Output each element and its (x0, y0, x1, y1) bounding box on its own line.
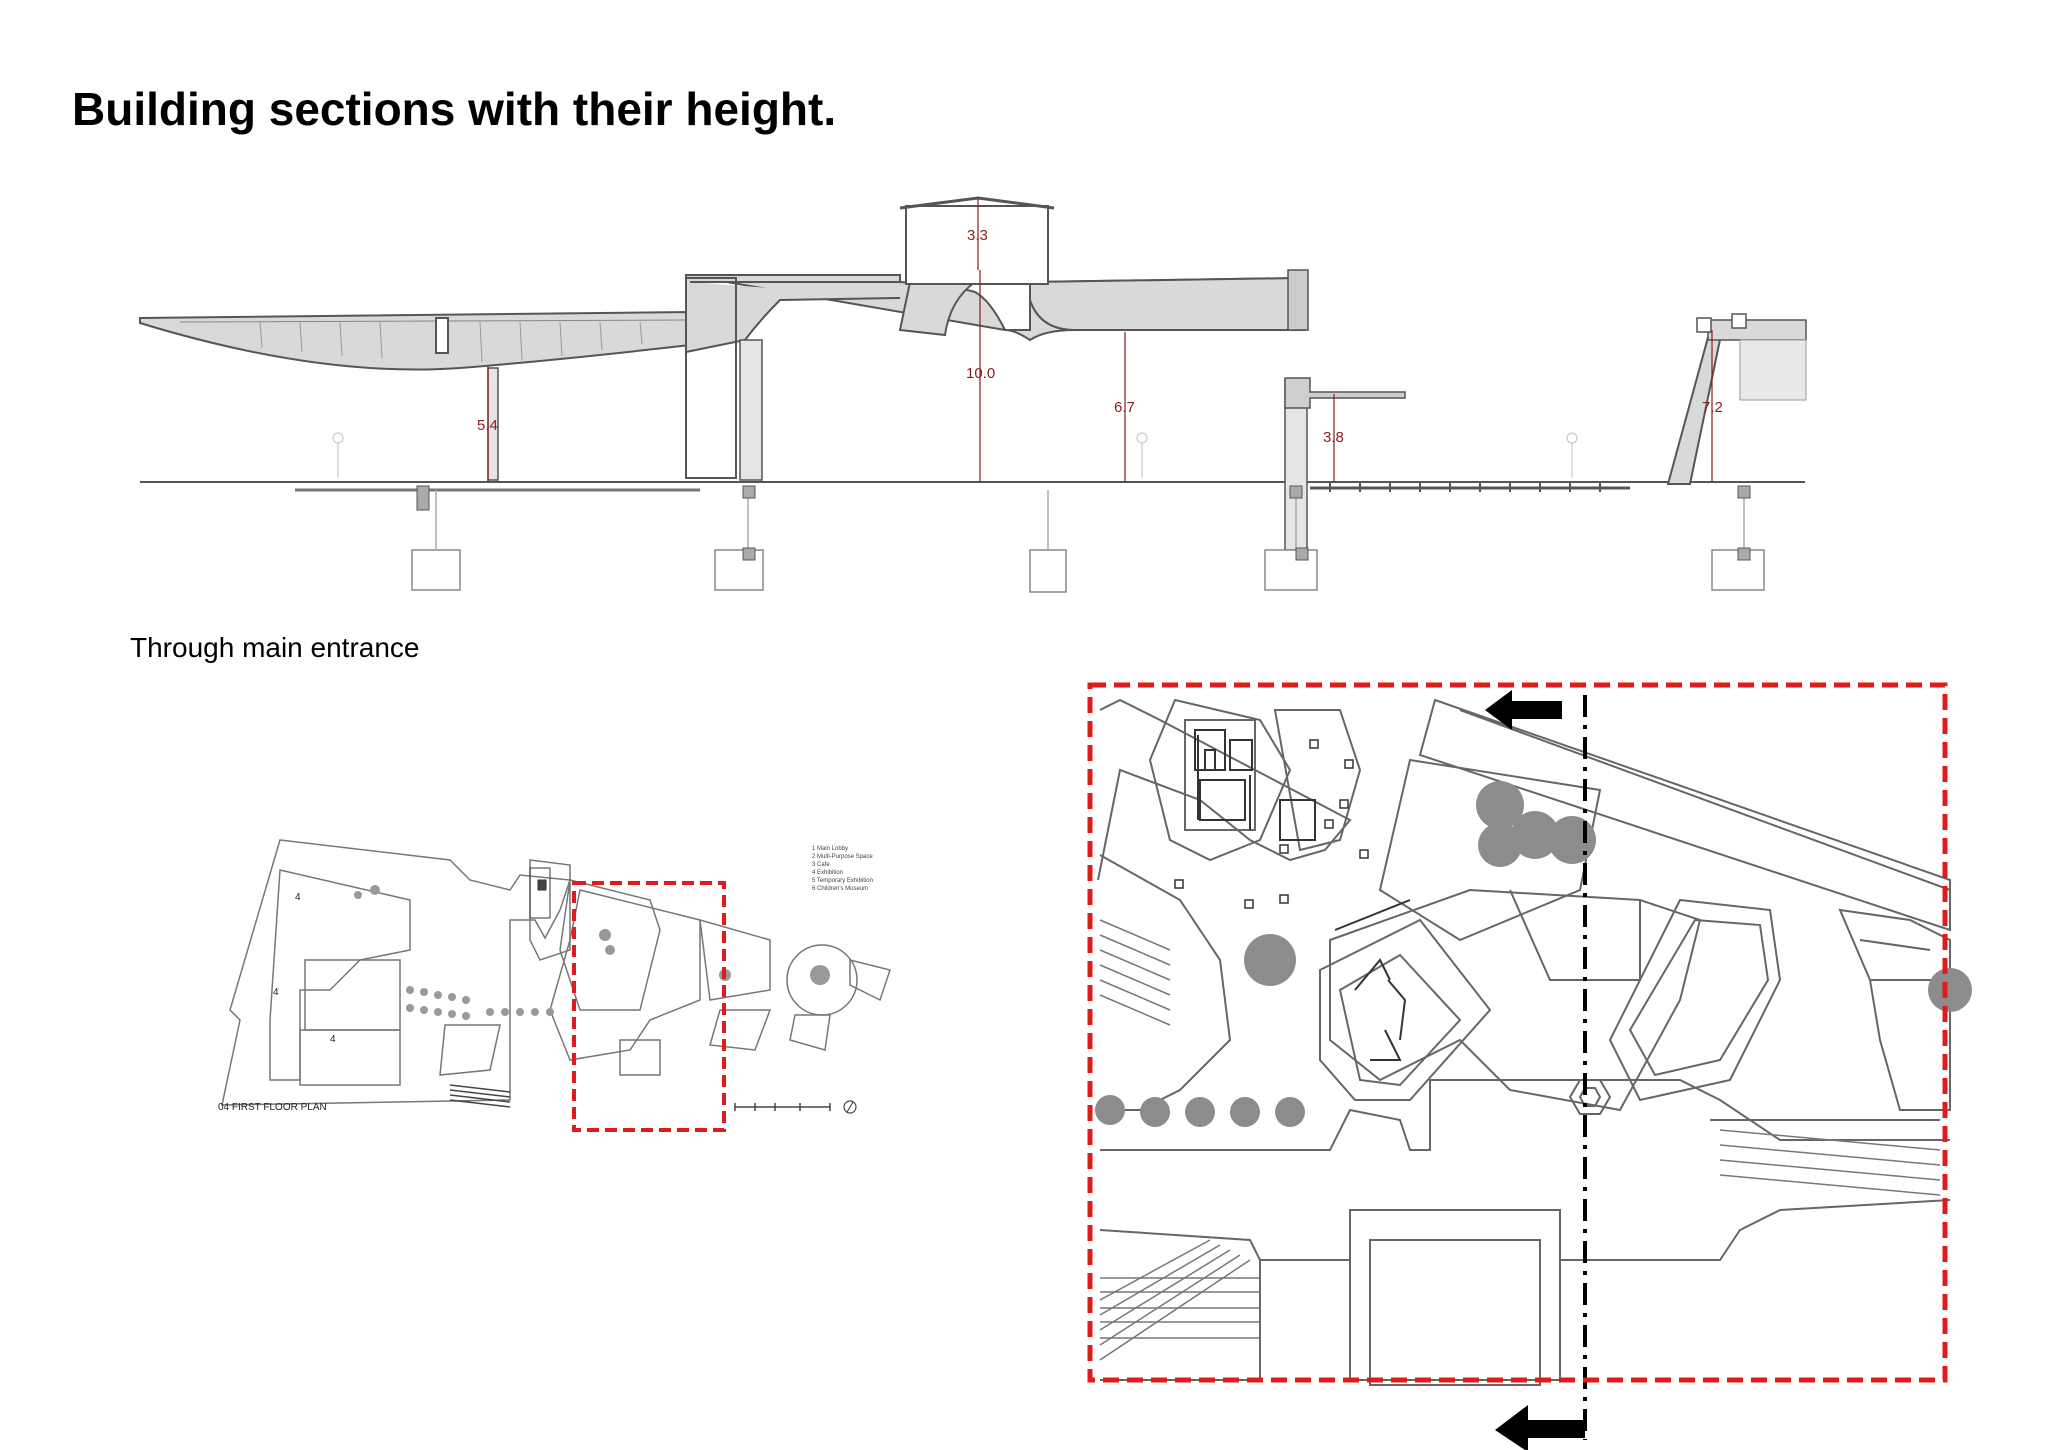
dimension-label: 7.2 (1702, 399, 1723, 416)
dimension-label: 6.7 (1114, 399, 1135, 416)
section-direction-arrow-icon (1485, 690, 1562, 730)
legend-item: 2 Multi-Purpose Space (812, 854, 873, 860)
page-title: Building sections with their height. (72, 83, 837, 135)
room-number: 4 (330, 1034, 336, 1045)
dimension-label: 3.3 (967, 227, 988, 244)
plan-legend: 1 Main Lobby 2 Multi-Purpose Space 3 Caf… (812, 846, 873, 892)
legend-item: 4 Exhibition (812, 870, 843, 876)
dimension-label: 3.8 (1323, 429, 1344, 446)
section-cut-highlight (572, 881, 726, 1132)
legend-item: 6 Children's Museum (812, 886, 868, 892)
section-direction-arrow-icon (1495, 1405, 1585, 1450)
first-floor-plan: 4 4 4 1 Main Lobby 2 Multi-Purpose Space… (218, 839, 891, 1132)
legend-item: 1 Main Lobby (812, 846, 848, 852)
room-number: 4 (295, 892, 301, 903)
dimension-label: 5.4 (477, 417, 498, 434)
building-section-drawing: 3.3 10.0 6.7 5.4 3.8 7.2 (139, 196, 1807, 593)
enlarged-highlight-frame (1087, 682, 1948, 1383)
section-caption: Through main entrance (130, 632, 420, 663)
plan-label: 04 FIRST FLOOR PLAN (218, 1102, 327, 1113)
scale-bar (734, 1103, 831, 1111)
enlarged-plan-detail (1087, 682, 1972, 1450)
dimension-label: 10.0 (966, 365, 995, 382)
north-arrow-icon (843, 1100, 857, 1114)
room-number: 4 (273, 987, 279, 998)
legend-item: 3 Cafe (812, 862, 830, 868)
legend-item: 5 Temporary Exhibition (812, 878, 873, 884)
